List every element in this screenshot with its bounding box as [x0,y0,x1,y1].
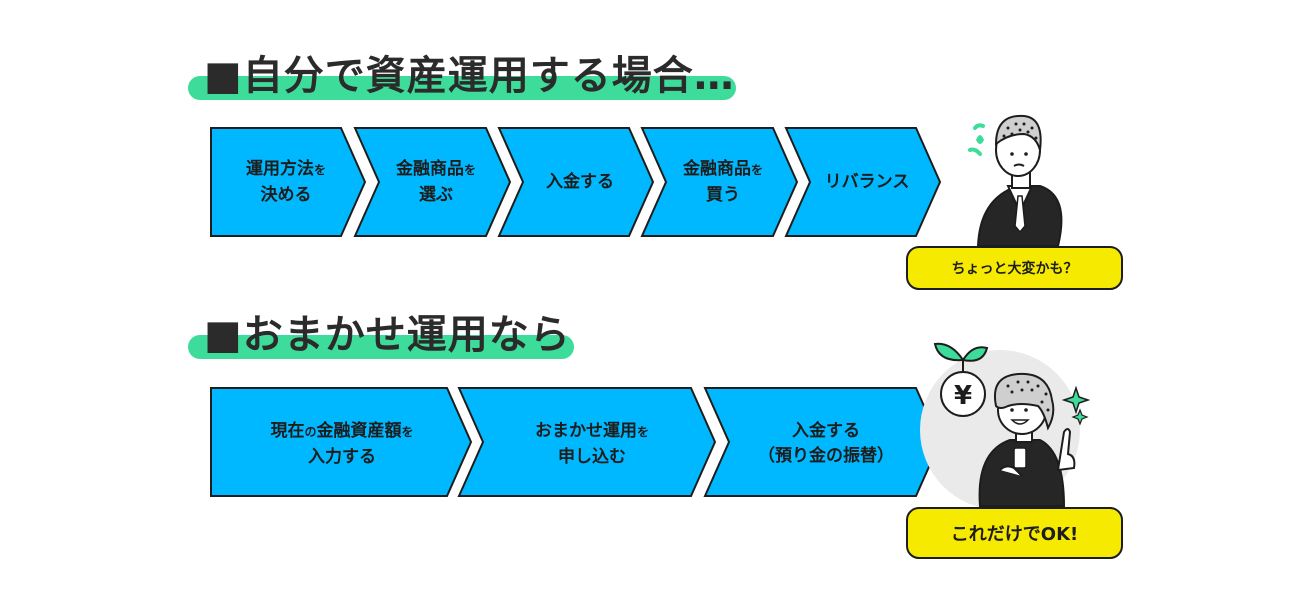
step1-label-4: 金融商品を 買う [682,158,763,205]
step1-arrow-5 [784,127,942,237]
step1-arrow-4 [640,127,799,237]
section1-title: ■自分で資産運用する場合… [204,53,735,99]
step1-arrow-1 [210,127,367,237]
step1-label-2: 金融商品を 選ぶ [395,158,476,205]
step1-label-5: リバランス [824,171,910,192]
section2-speech-bubble: これだけでOK! [906,507,1123,559]
step1-arrow-2 [353,127,512,237]
step2-arrow-1 [210,387,473,497]
step1-label-1: 運用方法を 決める [245,158,326,205]
section2-title: ■おまかせ運用なら [204,312,571,358]
step2-arrow-3 [703,387,942,497]
svg-text:¥: ¥ [954,381,972,411]
step2-label-1: 現在の金融資産額を 入力する [270,420,414,467]
step2-label-3: 入金する （預り金の振替） [758,421,894,466]
section1-speech-bubble: ちょっと大変かも？ [906,246,1123,290]
section1-title-band [188,76,736,100]
step1-arrow-3 [497,127,655,237]
step2-arrow-2 [457,387,717,497]
step1-label-3: 入金する [546,171,614,192]
step2-label-2: おまかせ運用を 申し込む [534,420,649,467]
section2-title-band [188,335,574,359]
